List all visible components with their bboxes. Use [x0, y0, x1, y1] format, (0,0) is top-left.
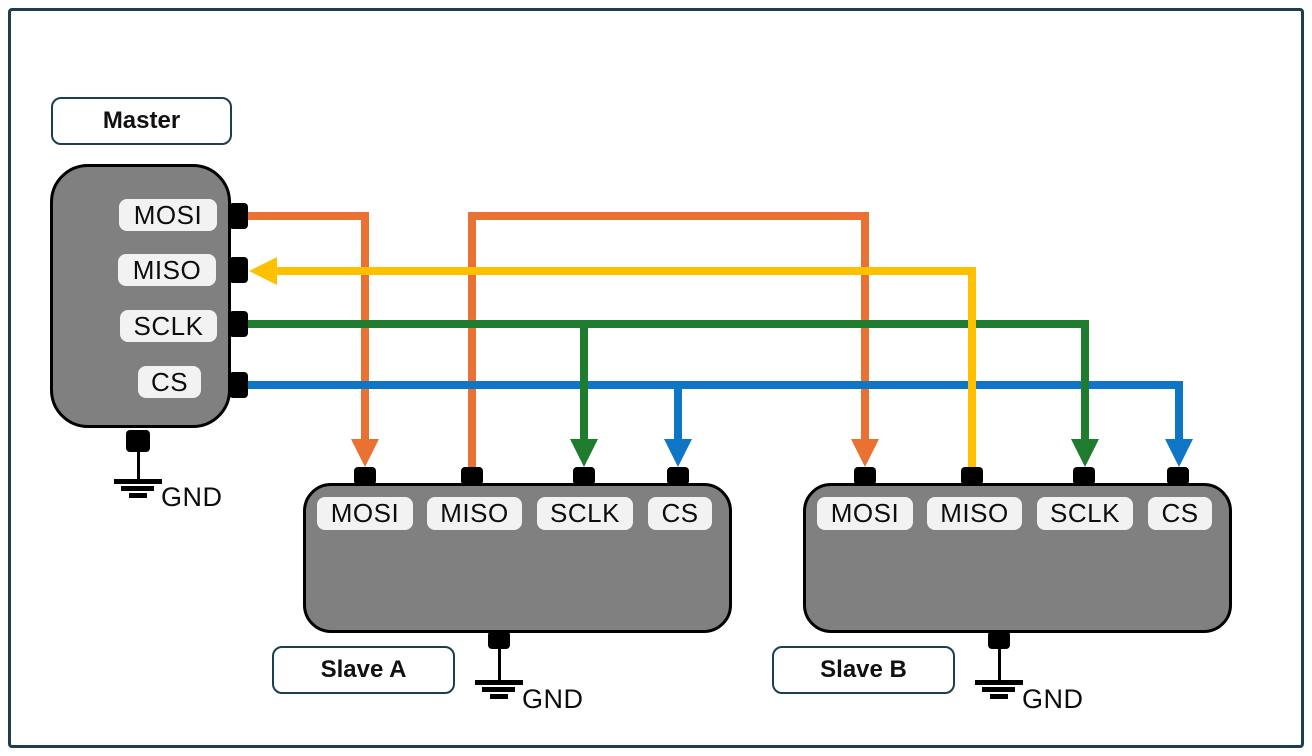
arrowhead-mosi-slave-b — [851, 439, 879, 467]
slave-b-label: Slave B — [820, 656, 907, 683]
master-pin-label-miso: MISO — [118, 254, 216, 286]
ground-stem — [997, 649, 1001, 682]
master-pin-label-sclk-text: SCLK — [133, 310, 204, 341]
arrowhead-sclk-slave-b — [1071, 439, 1099, 467]
slave-a-pin-label-sclk-text: SCLK — [550, 498, 620, 528]
wire-sclk-main — [247, 320, 1089, 442]
slave-a-pin-label-sclk: SCLK — [537, 497, 633, 530]
slave-b-pin-label-miso: MISO — [927, 497, 1022, 530]
slave-a-pin-label-miso-text: MISO — [440, 498, 509, 528]
ground-stem — [497, 649, 501, 682]
wire-miso-slave-b-to-master — [276, 267, 976, 468]
slave-a-pin-mosi — [354, 467, 376, 485]
ground-bar — [114, 479, 162, 484]
arrowhead-sclk-slave-a — [570, 439, 598, 467]
master-pin-label-sclk: SCLK — [120, 310, 217, 342]
ground-bar — [982, 687, 1015, 692]
slave-a-pin-sclk — [573, 467, 595, 485]
slave-b-pin-mosi — [854, 467, 876, 485]
ground-bar — [990, 694, 1008, 699]
slave-b-pin-cs — [1167, 467, 1189, 485]
master-pin-label-cs: CS — [138, 366, 201, 398]
master-pin-sclk — [229, 311, 248, 337]
master-gnd-label: GND — [161, 482, 223, 512]
slave-b-pin-label-sclk-text: SCLK — [1050, 498, 1120, 528]
slave-b-pin-label-mosi: MOSI — [817, 497, 913, 530]
wire-mosi-master-to-slave-a — [247, 212, 369, 442]
slave-b-pin-gnd — [988, 631, 1010, 649]
wire-mosi-slave-a-to-slave-b — [468, 212, 869, 468]
slave-b-pin-label-cs: CS — [1148, 497, 1212, 530]
ground-bar — [121, 486, 154, 491]
arrowhead-cs-slave-a — [664, 439, 692, 467]
slave-a-pin-label-mosi-text: MOSI — [330, 498, 400, 528]
ground-stem — [136, 452, 140, 480]
master-name-box: Master — [51, 97, 232, 145]
diagram-frame — [8, 8, 1304, 748]
slave-a-pin-cs — [667, 467, 689, 485]
wire-cs-main — [247, 381, 1183, 442]
slave-b-pin-label-cs-text: CS — [1161, 498, 1199, 528]
slave-a-name-box: Slave A — [272, 646, 455, 694]
slave-a-pin-gnd — [488, 631, 510, 649]
slave-a-label: Slave A — [320, 656, 407, 683]
slave-a-pin-miso — [461, 467, 483, 485]
arrowhead-mosi-slave-a — [351, 439, 379, 467]
master-pin-cs — [229, 372, 248, 398]
slave-b-pin-label-mosi-text: MOSI — [830, 498, 900, 528]
slave-b-pin-miso — [961, 467, 983, 485]
ground-bar — [975, 680, 1023, 685]
ground-bar — [129, 493, 147, 498]
slave-a-pin-label-cs-text: CS — [661, 498, 699, 528]
ground-bar — [490, 694, 508, 699]
master-pin-gnd — [126, 430, 150, 452]
arrowhead-cs-slave-b — [1165, 439, 1193, 467]
slave-b-name-box: Slave B — [772, 646, 955, 694]
slave-a-pin-label-miso: MISO — [427, 497, 522, 530]
master-pin-label-cs-text: CS — [150, 366, 189, 397]
slave-a-gnd-label: GND — [522, 684, 584, 714]
master-pin-mosi — [229, 203, 248, 229]
master-label: Master — [102, 107, 181, 134]
master-pin-label-miso-text: MISO — [132, 254, 202, 285]
master-pin-label-mosi: MOSI — [119, 199, 217, 231]
master-pin-miso — [229, 257, 248, 283]
ground-bar — [482, 687, 515, 692]
slave-a-pin-label-cs: CS — [648, 497, 712, 530]
slave-b-pin-label-sclk: SCLK — [1037, 497, 1133, 530]
slave-b-pin-label-miso-text: MISO — [940, 498, 1009, 528]
slave-b-gnd-label: GND — [1022, 684, 1084, 714]
slave-a-pin-label-mosi: MOSI — [317, 497, 413, 530]
master-pin-label-mosi-text: MOSI — [133, 199, 203, 230]
slave-b-pin-sclk — [1073, 467, 1095, 485]
arrowhead-miso-master — [249, 257, 277, 285]
ground-bar — [475, 680, 523, 685]
